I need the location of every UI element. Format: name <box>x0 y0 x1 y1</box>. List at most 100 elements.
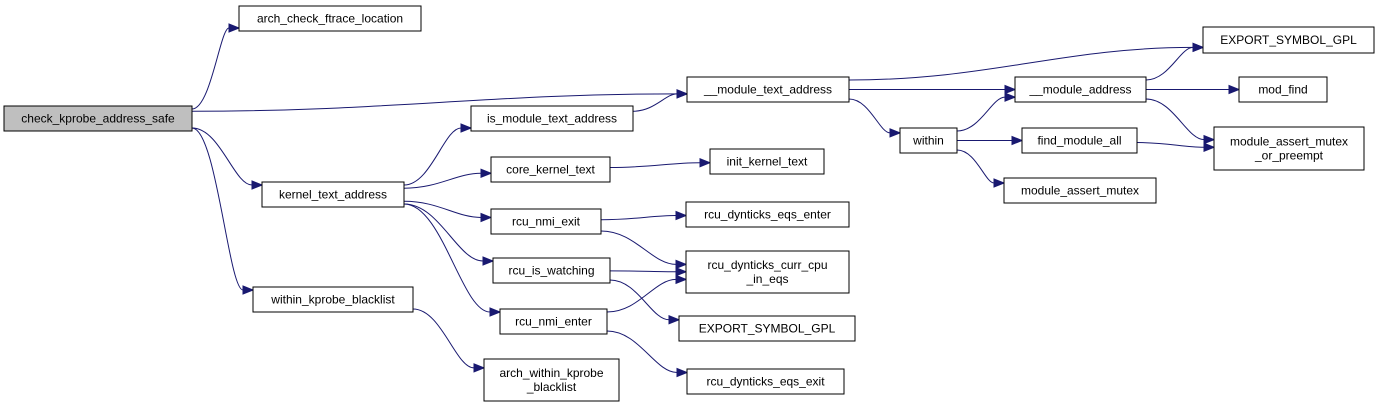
node-mod-find[interactable]: mod_find <box>1238 76 1328 103</box>
arrowhead-rcu_dynticks_curr_cpu_in_eqs <box>675 274 688 285</box>
arrowhead-rcu_dynticks_curr_cpu_in_eqs <box>675 259 688 270</box>
node-label: rcu_dynticks_eqs_exit <box>706 375 825 389</box>
node-rcu-dynticks-curr-cpu-in-eqs[interactable]: rcu_dynticks_curr_cpu_in_eqs <box>685 250 850 294</box>
edge-__module_text_address-to-within <box>848 98 891 134</box>
arrowhead-arch_check_ftrace_location <box>228 23 241 33</box>
arrowhead-within <box>889 128 902 138</box>
node-EXPORT-SYMBOL-GPL-2[interactable]: EXPORT_SYMBOL_GPL <box>678 315 856 342</box>
arrowhead-find_module_all <box>1011 135 1024 146</box>
node-within-kprobe-blacklist[interactable]: within_kprobe_blacklist <box>252 286 414 313</box>
arrowhead-rcu_nmi_enter <box>489 307 502 317</box>
node-rcu-dynticks-eqs-enter[interactable]: rcu_dynticks_eqs_enter <box>685 201 850 228</box>
arrowhead-EXPORT_SYMBOL_GPL_1 <box>1192 42 1205 53</box>
node-box <box>685 250 850 294</box>
node-label: __module_address <box>1028 83 1131 97</box>
arrowhead-init_kernel_text <box>699 157 712 168</box>
edge-kernel_text_address-to-is_module_text_address <box>403 127 462 186</box>
node-kernel-text-address[interactable]: kernel_text_address <box>261 181 405 208</box>
node-label: rcu_nmi_exit <box>512 215 581 229</box>
node-EXPORT-SYMBOL-GPL-1[interactable]: EXPORT_SYMBOL_GPL <box>1202 26 1375 54</box>
node-module-assert-mutex-or-preempt[interactable]: module_assert_mutex_or_preempt <box>1213 126 1365 171</box>
node-find-module-all[interactable]: find_module_all <box>1021 127 1138 154</box>
edge-rcu_nmi_enter-to-rcu_dynticks_curr_cpu_in_eqs <box>606 278 677 313</box>
arrowhead-module_assert_mutex <box>993 178 1006 188</box>
node-box <box>1202 26 1375 54</box>
node-box <box>686 368 845 395</box>
node-label: EXPORT_SYMBOL_GPL <box>699 322 836 336</box>
node-box <box>1014 76 1147 103</box>
node-arch-within-kprobe-blacklist[interactable]: arch_within_kprobe_blacklist <box>483 358 620 402</box>
node-label: arch_check_ftrace_location <box>257 12 403 26</box>
node-box <box>686 76 850 103</box>
node-box <box>490 208 602 235</box>
arrowhead-rcu_dynticks_eqs_exit <box>676 367 689 378</box>
node-box <box>1238 76 1328 103</box>
node-within[interactable]: within <box>899 127 958 154</box>
nodes-layer: check_kprobe_address_safe arch_check_ftra… <box>3 5 1375 402</box>
arrowhead-mod_find <box>1228 84 1241 95</box>
arrowhead-rcu_nmi_exit <box>480 212 493 223</box>
node-box <box>492 257 611 284</box>
node-label: _or_preempt <box>1254 149 1324 163</box>
node-box <box>1213 126 1365 171</box>
edge-__module_address-to-EXPORT_SYMBOL_GPL_1 <box>1145 46 1194 81</box>
node-module-text-address[interactable]: __module_text_address <box>686 76 850 103</box>
edge-kernel_text_address-to-rcu_is_watching <box>403 203 484 262</box>
node-label: within <box>912 134 944 148</box>
node-label: _blacklist <box>526 380 577 394</box>
node-check-kprobe-address-safe[interactable]: check_kprobe_address_safe <box>3 105 193 132</box>
edge-rcu_nmi_exit-to-rcu_dynticks_curr_cpu_in_eqs <box>600 230 677 265</box>
node-is-module-text-address[interactable]: is_module_text_address <box>470 105 634 132</box>
node-rcu-dynticks-eqs-exit[interactable]: rcu_dynticks_eqs_exit <box>686 368 845 395</box>
edges-layer <box>191 23 1241 378</box>
node-label: arch_within_kprobe <box>499 366 603 380</box>
edge-check_kprobe_address_safe-to-arch_check_ftrace_location <box>191 27 230 110</box>
edge-kernel_text_address-to-core_kernel_text <box>403 172 482 189</box>
arrowhead-within_kprobe_blacklist <box>242 285 255 295</box>
node-label: module_assert_mutex <box>1021 184 1139 198</box>
node-label: _in_eqs <box>745 272 788 286</box>
node-label: is_module_text_address <box>487 112 617 126</box>
node-box <box>252 286 414 313</box>
arrowhead-rcu_dynticks_eqs_enter <box>675 210 688 221</box>
node-box <box>678 315 856 342</box>
node-init-kernel-text[interactable]: init_kernel_text <box>709 148 825 175</box>
arrowhead-core_kernel_text <box>480 168 493 178</box>
node-label: __module_text_address <box>703 83 832 97</box>
node-box <box>490 156 611 183</box>
arrowhead-__module_text_address <box>676 89 689 99</box>
edge-is_module_text_address-to-__module_text_address <box>632 93 678 112</box>
node-box <box>238 5 422 32</box>
arrowhead-rcu_dynticks_curr_cpu_in_eqs <box>675 267 688 277</box>
node-label: rcu_dynticks_eqs_enter <box>704 208 831 222</box>
node-module-assert-mutex[interactable]: module_assert_mutex <box>1003 177 1157 204</box>
arrowhead-module_assert_mutex_or_preempt <box>1203 142 1216 153</box>
edge-check_kprobe_address_safe-to-within_kprobe_blacklist <box>191 127 244 291</box>
node-rcu-is-watching[interactable]: rcu_is_watching <box>492 257 611 284</box>
node-box <box>499 308 608 335</box>
node-box <box>899 127 958 154</box>
edge-core_kernel_text-to-init_kernel_text <box>609 162 701 168</box>
node-box <box>483 358 620 402</box>
node-rcu-nmi-exit[interactable]: rcu_nmi_exit <box>490 208 602 235</box>
node-label: rcu_dynticks_curr_cpu <box>707 258 827 272</box>
node-label: mod_find <box>1258 83 1307 97</box>
edge-kernel_text_address-to-rcu_nmi_exit <box>403 200 482 218</box>
edge-check_kprobe_address_safe-to-__module_text_address <box>191 93 678 112</box>
node-module-address[interactable]: __module_address <box>1014 76 1147 103</box>
edge-__module_address-to-module_assert_mutex_or_preempt <box>1145 98 1205 141</box>
node-label: core_kernel_text <box>506 163 595 177</box>
arrowhead-EXPORT_SYMBOL_GPL_2 <box>668 315 681 325</box>
node-rcu-nmi-enter[interactable]: rcu_nmi_enter <box>499 308 608 335</box>
arrowhead-__module_address <box>1004 92 1017 102</box>
node-label: module_assert_mutex <box>1230 135 1348 149</box>
node-box <box>1003 177 1157 204</box>
arrowhead-rcu_is_watching <box>482 256 495 266</box>
node-label: kernel_text_address <box>279 188 387 202</box>
node-label: find_module_all <box>1037 134 1121 148</box>
node-core-kernel-text[interactable]: core_kernel_text <box>490 156 611 183</box>
edge-kernel_text_address-to-rcu_nmi_enter <box>403 203 491 313</box>
node-arch-check-ftrace-location[interactable]: arch_check_ftrace_location <box>238 5 422 32</box>
arrowhead-is_module_text_address <box>460 123 473 133</box>
